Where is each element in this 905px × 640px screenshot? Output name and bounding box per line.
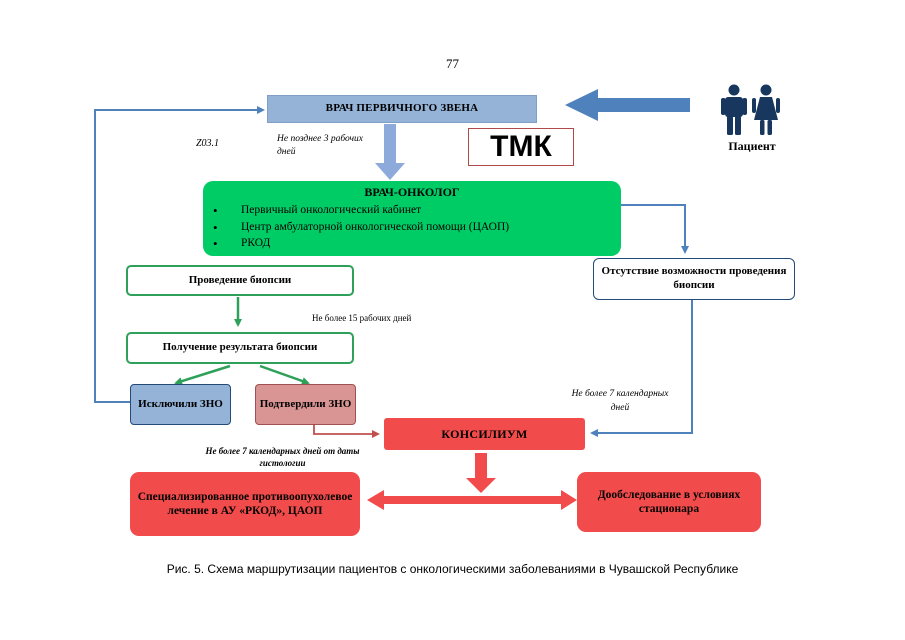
oncologist-list-item: •Центр амбулаторной онкологической помощ… (213, 219, 510, 235)
primary-to-oncologist-arrow (375, 124, 405, 180)
oncologist-list-item: •РКОД (213, 236, 271, 252)
patient-label: Пациент (728, 139, 776, 153)
council-box: КОНСИЛИУМ (384, 418, 585, 450)
oncologist-list: •Первичный онкологический кабинет •Центр… (203, 202, 621, 252)
result-to-confirmed-arrow (259, 364, 310, 385)
within-3-days-note: Не позднее 3 рабочих дней (277, 134, 364, 157)
confirmed-to-council-arrow (313, 425, 380, 438)
treatment-exam-double-arrow (367, 490, 577, 510)
page-number: 77 (446, 56, 459, 71)
patient-to-primary-arrow (565, 89, 690, 121)
oncologist-to-nobiopsy-arrow (621, 204, 689, 254)
icd-code-label: Z03.1 (196, 138, 220, 149)
result-to-excluded-arrow (174, 364, 231, 386)
council-down-arrow (466, 453, 496, 493)
biopsy-result-box: Получение результата биопсии (126, 332, 354, 364)
nobiopsy-to-council-arrow (590, 300, 693, 437)
excluded-box: Исключили ЗНО (130, 384, 231, 425)
within-15-days-note: Не более 15 рабочих дней (312, 313, 412, 323)
tmk-box: ТМК (468, 128, 574, 166)
confirmed-box: Подтвердили ЗНО (255, 384, 356, 425)
excluded-to-primary-arrow (94, 106, 265, 403)
additional-exam-box: Дообследование в условиях стационара (577, 472, 761, 532)
patient-icon (721, 84, 780, 135)
primary-doctor-box: ВРАЧ ПЕРВИЧНОГО ЗВЕНА (267, 95, 537, 123)
within-7-days-note: Не более 7 календарных дней (571, 389, 669, 413)
histology-deadline-note: Не более 7 календарных дней от даты гист… (205, 446, 360, 469)
specialized-treatment-box: Специализированное противоопухолевое леч… (130, 472, 360, 536)
biopsy-box: Проведение биопсии (126, 265, 354, 296)
no-biopsy-box: Отсутствие возможности проведения биопси… (593, 258, 795, 300)
oncologist-title: ВРАЧ-ОНКОЛОГ (364, 185, 460, 199)
oncologist-box: ВРАЧ-ОНКОЛОГ •Первичный онкологический к… (203, 181, 621, 256)
figure-caption: Рис. 5. Схема маршрутизации пациентов с … (166, 562, 739, 576)
oncologist-list-item: •Первичный онкологический кабинет (213, 203, 422, 218)
